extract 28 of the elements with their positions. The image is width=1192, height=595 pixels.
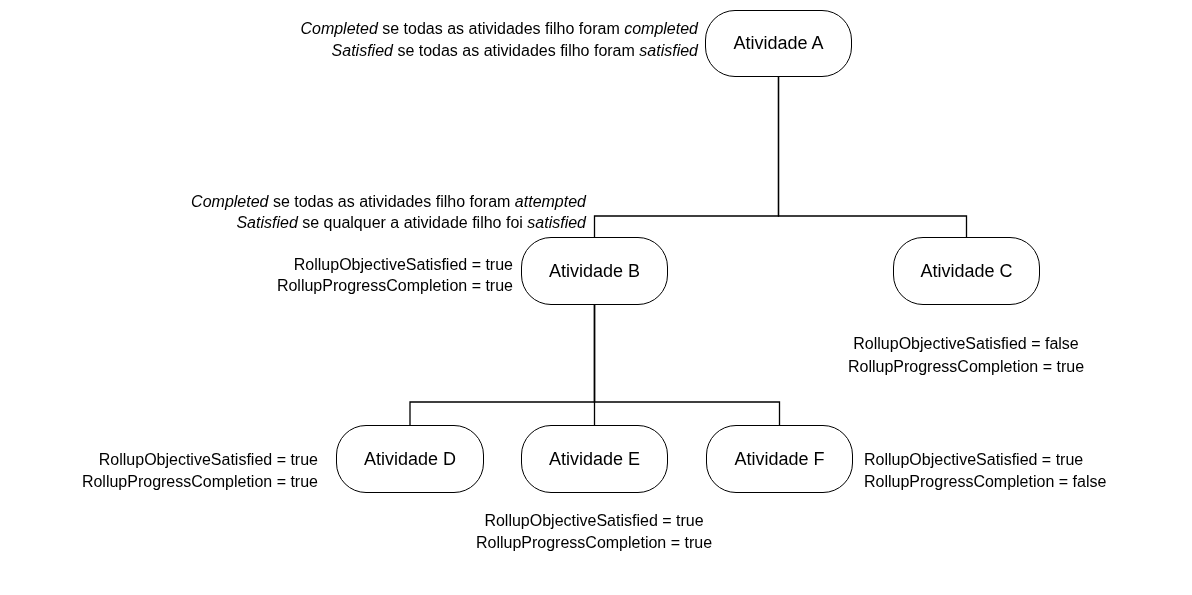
annotation-text: Completed se todas as atividades filho foram attempted	[191, 192, 586, 212]
activity-box	[705, 10, 852, 77]
annotation-text: RollupObjectiveSatisfied = true	[98, 450, 318, 470]
annotation-text: RollupObjectiveSatisfied = true	[484, 511, 704, 531]
activity-box	[893, 237, 1040, 305]
annotation-text: RollupProgressCompletion = true	[847, 357, 1085, 377]
annotation-text: Satisfied se qualquer a atividade filho foi satisfied	[236, 213, 586, 233]
activity-label: Atividade B	[548, 259, 641, 283]
annotation-text: RollupObjectiveSatisfied = false	[853, 334, 1079, 354]
annotation-text: Satisfied se todas as atividades filho foram satisfied	[331, 41, 698, 61]
activity-box	[336, 425, 484, 493]
activity-label: Atividade E	[548, 447, 641, 471]
activity-box	[521, 237, 668, 305]
annotation-text: RollupProgressCompletion = true	[276, 276, 513, 296]
activity-label: Atividade F	[734, 447, 825, 471]
annotation-text: RollupProgressCompletion = true	[475, 533, 713, 553]
activity-label: Atividade A	[733, 32, 824, 55]
activity-box	[521, 425, 668, 493]
annotation-text: RollupProgressCompletion = false	[864, 472, 1107, 492]
annotation-text: Completed se todas as atividades filho foram completed	[300, 19, 698, 39]
annotation-text: RollupObjectiveSatisfied = true	[293, 255, 513, 275]
activity-label: Atividade C	[920, 259, 1013, 283]
connector-line	[593, 304, 781, 426]
activity-label: Atividade D	[363, 447, 457, 471]
activity-box	[706, 425, 853, 493]
connector-line	[777, 76, 968, 238]
annotation-text: RollupProgressCompletion = true	[81, 472, 318, 492]
annotation-text: RollupObjectiveSatisfied = true	[864, 450, 1084, 470]
